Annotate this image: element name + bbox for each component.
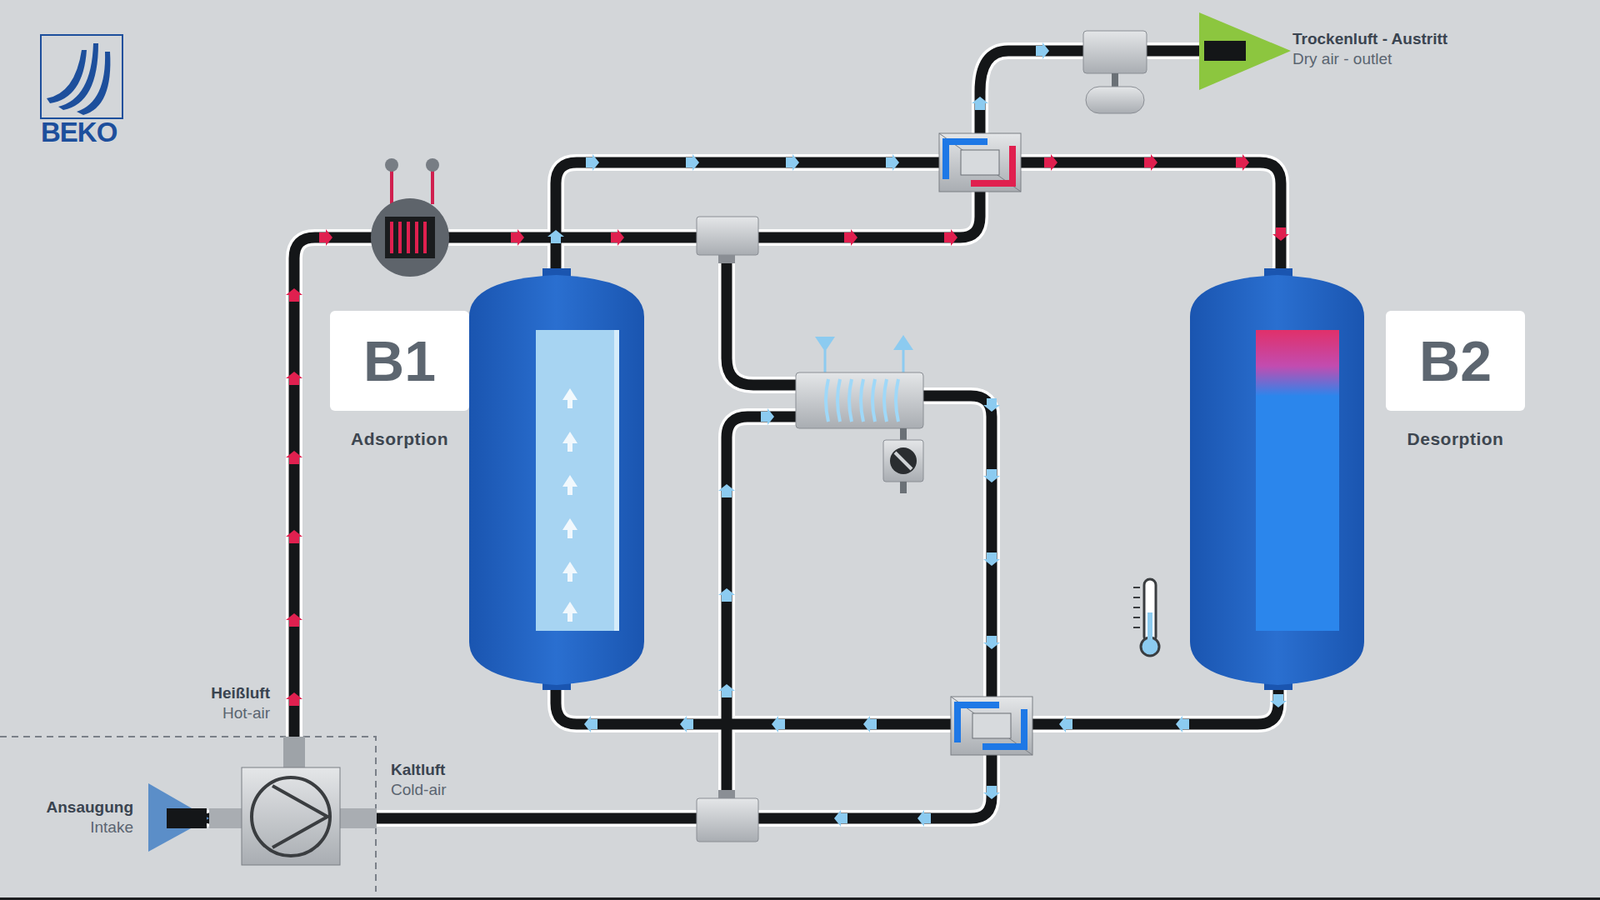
- outlet-filter: [1083, 12, 1291, 114]
- hot-air-label: Hot-air: [222, 704, 270, 724]
- cold-air-label: Kaltluft: [390, 760, 445, 780]
- intake-label: Intake: [90, 818, 134, 838]
- flow-arrow: [917, 810, 931, 827]
- flow-arrow: [718, 484, 735, 498]
- cold-air-label: Cold-air: [390, 780, 447, 800]
- flow-arrows: [177, 42, 1290, 827]
- flow-arrow: [1035, 42, 1050, 60]
- vessel-b1: [469, 268, 645, 690]
- flow-arrow: [680, 715, 694, 733]
- bottom-rule: [0, 897, 1600, 900]
- flow-arrow: [944, 229, 958, 246]
- thermometer-symbol: [1133, 579, 1160, 656]
- vessel-mode: Desorption: [1352, 429, 1559, 450]
- flow-arrow: [1059, 715, 1073, 733]
- flow-arrow: [285, 371, 303, 385]
- flow-arrow: [319, 229, 333, 246]
- flow-arrow: [863, 715, 877, 733]
- tee-fitting: [696, 216, 759, 842]
- outlet-label: Trockenluft - Austritt: [1292, 30, 1448, 50]
- flow-arrow: [1272, 227, 1290, 241]
- vessel-mode: Adsorption: [296, 429, 503, 450]
- flow-arrow: [685, 154, 700, 171]
- vessel-label-box: B2Desorption: [1385, 310, 1525, 411]
- cooler-symbol: [795, 335, 924, 494]
- flow-arrow: [718, 588, 735, 602]
- vessel-label-box: B1Adsorption: [330, 310, 470, 411]
- flow-arrow: [610, 229, 625, 246]
- flow-arrow: [285, 613, 303, 627]
- bed-arrows: [562, 388, 578, 622]
- flow-arrow: [971, 96, 989, 110]
- flow-arrow: [1044, 154, 1058, 171]
- flow-arrow: [1270, 694, 1287, 708]
- flow-arrow: [844, 229, 858, 246]
- flow-arrow: [771, 715, 785, 733]
- flow-arrow: [983, 552, 1000, 566]
- pipe-network: [209, 50, 1281, 819]
- flow-arrow: [885, 154, 900, 171]
- flow-arrow: [510, 229, 525, 246]
- flow-arrow: [983, 469, 1000, 483]
- flow-arrow: [547, 230, 565, 244]
- vessel-b2: [1190, 268, 1365, 690]
- vessel-id: B1: [330, 332, 470, 390]
- flow-arrow: [1144, 154, 1158, 171]
- flow-arrow: [285, 692, 303, 706]
- flow-arrow: [718, 684, 735, 698]
- heater-symbol: [370, 158, 450, 277]
- hot-air-label: Heißluft: [210, 684, 270, 704]
- flow-arrow: [785, 154, 800, 171]
- flow-arrow: [584, 715, 598, 733]
- flow-arrow: [285, 288, 303, 302]
- flow-arrow: [1175, 715, 1190, 733]
- blower-symbol: [148, 736, 377, 865]
- vessel-id: B2: [1385, 332, 1525, 390]
- intake-label: Ansaugung: [46, 798, 135, 818]
- flow-arrow: [983, 785, 1000, 800]
- flow-arrow: [585, 154, 600, 171]
- flow-arrow: [983, 398, 1000, 412]
- flow-arrow: [285, 530, 303, 544]
- outlet-label: Dry air - outlet: [1292, 50, 1392, 70]
- brand-logo: BEKO: [40, 116, 117, 149]
- logo-mark: [40, 35, 123, 119]
- enclosure-line: [0, 736, 376, 892]
- flow-arrow: [983, 635, 1000, 650]
- flow-arrow: [760, 408, 775, 425]
- switch-valve: [939, 133, 1033, 755]
- flow-arrow: [285, 450, 303, 465]
- flow-arrow: [1235, 154, 1250, 171]
- flow-arrow: [834, 810, 848, 827]
